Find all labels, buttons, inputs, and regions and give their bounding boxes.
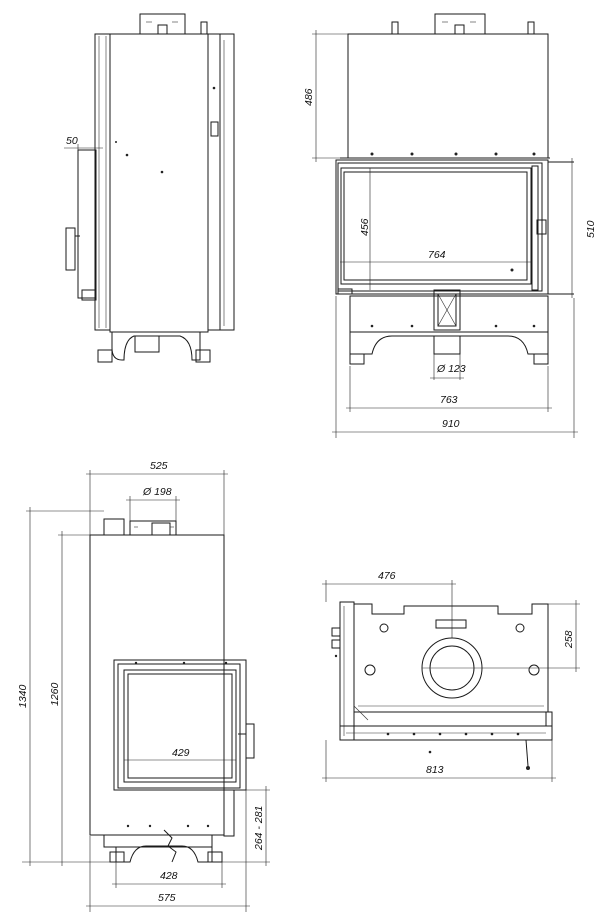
front-upper-box [347,33,549,159]
top-handle [525,739,529,767]
side-handle [65,227,76,271]
dim-label-1260: 1260 [49,682,61,706]
top-left-frame [339,601,355,741]
side-main-body [109,33,209,333]
dim-label-264-281: 264 - 281 [253,806,265,851]
dim-label-486: 486 [303,88,315,106]
front-glass [343,171,528,281]
dim-label-d123: Ø 123 [436,363,466,375]
narrow-handle [245,723,255,759]
side-foot-left [97,349,113,363]
top-front-rail [339,725,553,741]
dim-label-763: 763 [440,394,458,406]
narrow-glass [123,669,237,783]
dim-label-764: 764 [428,249,446,261]
dim-label-456: 456 [359,218,371,236]
side-rear-outer [219,33,235,331]
side-foot-right [195,349,211,363]
dim-label-813: 813 [426,764,444,776]
narrow-door-frame [113,659,247,791]
side-front-panel [94,33,111,331]
narrow-front-view: 525 Ø 198 1340 1260 429 264 - 281 428 57… [17,460,270,912]
side-base [111,332,201,361]
front-handle [536,219,547,235]
side-rear-panel [207,33,221,331]
dim-label-575: 575 [158,892,176,904]
dim-label-476: 476 [378,570,396,582]
front-top-cap [434,13,486,35]
front-air-inlet [433,289,461,331]
dim-label-50: 50 [66,135,78,147]
dim-label-510: 510 [585,220,597,238]
side-pipe-stub [200,21,208,35]
front-view: 486 456 510 764 Ø 123 763 910 [303,13,597,438]
dim-label-910: 910 [442,418,460,430]
side-top-cap [139,13,186,35]
dim-label-1340: 1340 [17,684,29,708]
dim-label-d198: Ø 198 [142,486,172,498]
side-profile-view: 50 [64,13,235,363]
top-view: 476 258 813 [322,570,580,782]
front-lower-box [349,295,549,333]
dim-label-428: 428 [160,870,178,882]
side-door-block [77,149,97,299]
dim-label-525: 525 [150,460,168,472]
dim-label-258: 258 [563,630,575,649]
dim-label-429: 429 [172,747,190,759]
